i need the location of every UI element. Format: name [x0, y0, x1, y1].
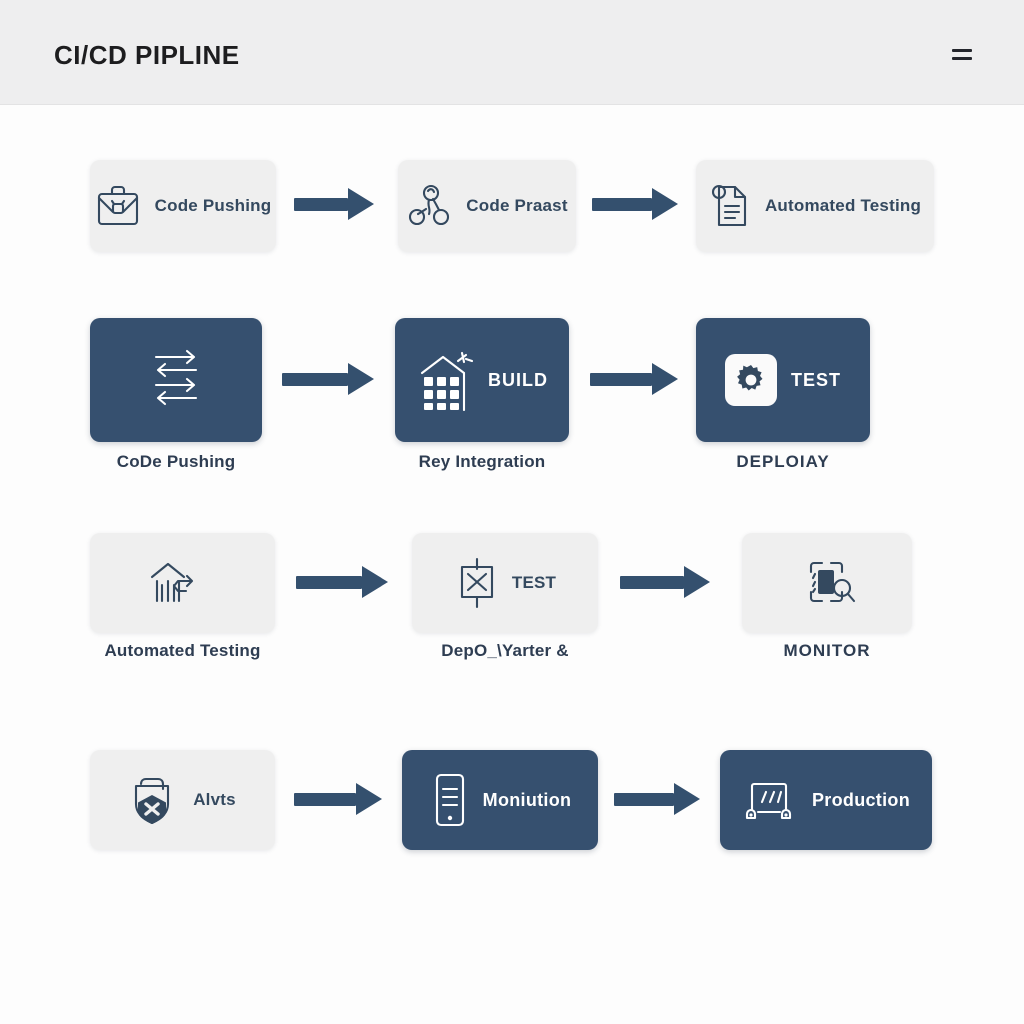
node-card[interactable] — [90, 318, 262, 442]
node-caption: CoDe Pushing — [116, 452, 236, 471]
node-inline-label: TEST — [511, 573, 557, 592]
gear-icon — [737, 365, 763, 391]
pipeline-row-3: Automated Testing TEST DepO_\Yarter & — [0, 533, 1024, 683]
node-card[interactable]: TEST — [412, 533, 598, 633]
gear-chip-icon — [724, 354, 777, 406]
arrow-head — [674, 783, 700, 815]
node-card[interactable]: Production — [720, 750, 932, 850]
node-caption: MONITOR — [783, 641, 871, 660]
pipeline-node-code-pushing-dark[interactable]: CoDe Pushing — [90, 318, 262, 471]
pipeline-row-4: Alvts Moniution — [0, 750, 1024, 870]
node-inline-label: Code Pushing — [154, 196, 272, 215]
pipeline-node-production[interactable]: Production — [720, 750, 932, 850]
pipeline-canvas: Code Pushing Code Praast — [0, 105, 1024, 1024]
pipeline-row-1: Code Pushing Code Praast — [0, 160, 1024, 270]
pipeline-node-deploy-test[interactable]: TEST DepO_\Yarter & — [412, 533, 598, 660]
hamburger-menu-icon[interactable] — [950, 47, 974, 63]
arrow-head — [652, 188, 678, 220]
arrow-shaft — [294, 197, 348, 211]
secure-server-icon — [745, 782, 792, 820]
arrow-head — [652, 363, 678, 395]
node-inline-label: BUILD — [488, 369, 548, 390]
arrow-head — [362, 566, 388, 598]
boxed-x-icon — [460, 557, 493, 609]
house-arrow-icon — [150, 562, 193, 603]
arrow-head — [356, 783, 382, 815]
pipeline-node-monitor[interactable]: MONITOR — [742, 533, 912, 660]
arrow-shaft — [590, 372, 652, 386]
pipeline-node-automated-testing-2[interactable]: Automated Testing — [90, 533, 275, 660]
pipeline-node-test[interactable]: TEST DEPLOIAY — [696, 318, 870, 471]
arrow-shaft — [614, 792, 674, 806]
arrow-head — [348, 188, 374, 220]
bidirectional-arrows-icon — [154, 349, 198, 406]
arrow-right-icon — [294, 783, 382, 815]
arrow-right-icon — [282, 363, 374, 395]
arrow-shaft — [282, 372, 348, 386]
arrow-head — [684, 566, 710, 598]
pipeline-node-build[interactable]: BUILD Rey Integration — [395, 318, 569, 471]
arrow-shaft — [620, 575, 684, 589]
scan-magnifier-icon — [809, 561, 856, 603]
node-caption: DEPLOIAY — [736, 452, 830, 471]
node-inline-label: Automated Testing — [764, 196, 922, 215]
branch-merge-icon — [409, 184, 450, 226]
node-card[interactable]: Code Praast — [398, 160, 576, 252]
document-lines-icon — [711, 184, 747, 227]
node-card[interactable] — [742, 533, 912, 633]
pipeline-node-code-pushing[interactable]: Code Pushing — [90, 160, 276, 252]
node-inline-label: Moniution — [482, 789, 572, 810]
node-card[interactable]: Code Pushing — [90, 160, 276, 252]
arrow-right-icon — [294, 188, 374, 220]
node-card[interactable]: BUILD — [395, 318, 569, 442]
node-card[interactable]: Automated Testing — [696, 160, 934, 252]
node-inline-label: TEST — [790, 369, 841, 390]
arrow-right-icon — [620, 566, 710, 598]
menu-bar-bottom — [952, 57, 972, 60]
arrow-shaft — [294, 792, 356, 806]
node-caption: Rey Integration — [418, 452, 546, 471]
pipeline-node-automated-testing[interactable]: Automated Testing — [696, 160, 934, 252]
pipeline-node-alerts[interactable]: Alvts — [90, 750, 275, 850]
mobile-phone-icon — [435, 773, 464, 827]
arrow-right-icon — [590, 363, 678, 395]
node-card[interactable]: TEST — [696, 318, 870, 442]
node-card[interactable]: Alvts — [90, 750, 275, 850]
page-title: CI/CD PIPLINE — [54, 40, 240, 70]
briefcase-icon — [97, 185, 138, 226]
arrow-right-icon — [614, 783, 700, 815]
arrow-head — [348, 363, 374, 395]
app-header: CI/CD PIPLINE — [0, 0, 1024, 105]
pipeline-node-code-praast[interactable]: Code Praast — [398, 160, 576, 252]
menu-bar-top — [952, 49, 972, 52]
node-inline-label: Production — [812, 789, 910, 810]
arrow-shaft — [296, 575, 362, 589]
factory-building-icon — [420, 351, 474, 411]
arrow-shaft — [592, 197, 652, 211]
pipeline-row-2: CoDe Pushing — [0, 318, 1024, 478]
node-card[interactable]: Moniution — [402, 750, 598, 850]
shield-x-icon — [135, 777, 170, 825]
arrow-right-icon — [296, 566, 388, 598]
node-caption: Automated Testing — [104, 641, 261, 660]
node-inline-label: Alvts — [193, 790, 236, 809]
pipeline-node-monitoring[interactable]: Moniution — [402, 750, 598, 850]
node-inline-label: Code Praast — [466, 196, 568, 215]
arrow-right-icon — [592, 188, 678, 220]
node-caption: DepO_\Yarter & — [441, 641, 569, 660]
node-card[interactable] — [90, 533, 275, 633]
